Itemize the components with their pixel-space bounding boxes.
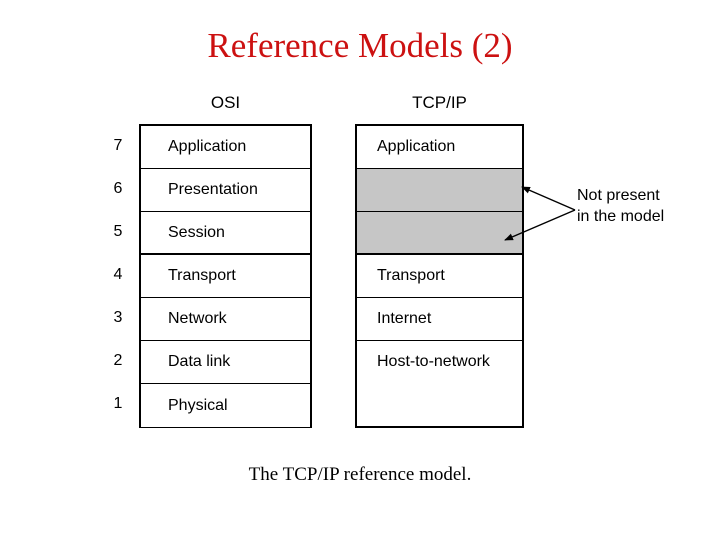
osi-layer-presentation: Presentation — [141, 169, 310, 212]
tcpip-layer-missing-presentation — [357, 169, 522, 212]
tcpip-layer-missing-session — [357, 212, 522, 255]
osi-layer-number-4: 4 — [113, 266, 123, 283]
annotation-arrows — [504, 186, 576, 241]
layer-label: Transport — [377, 267, 445, 284]
arrow-to-upper-shaded-cell — [521, 186, 576, 211]
layer-label: Network — [168, 310, 227, 327]
osi-layer-application: Application — [141, 126, 310, 169]
osi-layer-number-1: 1 — [113, 395, 123, 412]
osi-column-heading: OSI — [210, 93, 241, 112]
layer-label: Physical — [168, 396, 228, 414]
tcpip-layer-internet: Internet — [357, 298, 522, 341]
layer-label: Application — [377, 138, 456, 155]
page-title: Reference Models (2) — [207, 26, 513, 65]
osi-layer-number-3: 3 — [113, 309, 123, 326]
figure-caption: The TCP/IP reference model. — [248, 464, 472, 485]
tcpip-layer-host-to-network: Host-to-network — [357, 341, 522, 426]
annotation-line-1: Not present — [577, 187, 660, 204]
osi-layer-transport: Transport — [141, 255, 310, 298]
tcpip-layer-transport: Transport — [357, 255, 522, 298]
osi-layer-number-2: 2 — [113, 352, 123, 369]
osi-model-stack: Application Presentation Session Transpo… — [139, 124, 312, 428]
osi-layer-number-5: 5 — [113, 223, 123, 240]
layer-label: Application — [168, 138, 247, 155]
osi-layer-session: Session — [141, 212, 310, 255]
layer-label: Transport — [168, 267, 236, 284]
tcpip-model-stack: Application Transport Internet Host-to-n… — [355, 124, 524, 428]
osi-layer-physical: Physical — [141, 384, 310, 427]
osi-layer-number-6: 6 — [113, 180, 123, 197]
osi-layer-network: Network — [141, 298, 310, 341]
tcpip-column-heading: TCP/IP — [412, 93, 467, 112]
tcpip-layer-application: Application — [357, 126, 522, 169]
osi-layer-data-link: Data link — [141, 341, 310, 384]
annotation-line-2: in the model — [577, 208, 665, 225]
layer-label: Presentation — [168, 181, 258, 198]
arrow-to-lower-shaded-cell — [504, 209, 576, 241]
layer-label: Host-to-network — [377, 353, 490, 370]
layer-label: Session — [168, 223, 225, 241]
layer-label: Internet — [377, 310, 432, 327]
osi-layer-number-7: 7 — [113, 137, 123, 154]
layer-label: Data link — [168, 353, 231, 370]
annotation-label: Not present in the model — [577, 185, 664, 227]
